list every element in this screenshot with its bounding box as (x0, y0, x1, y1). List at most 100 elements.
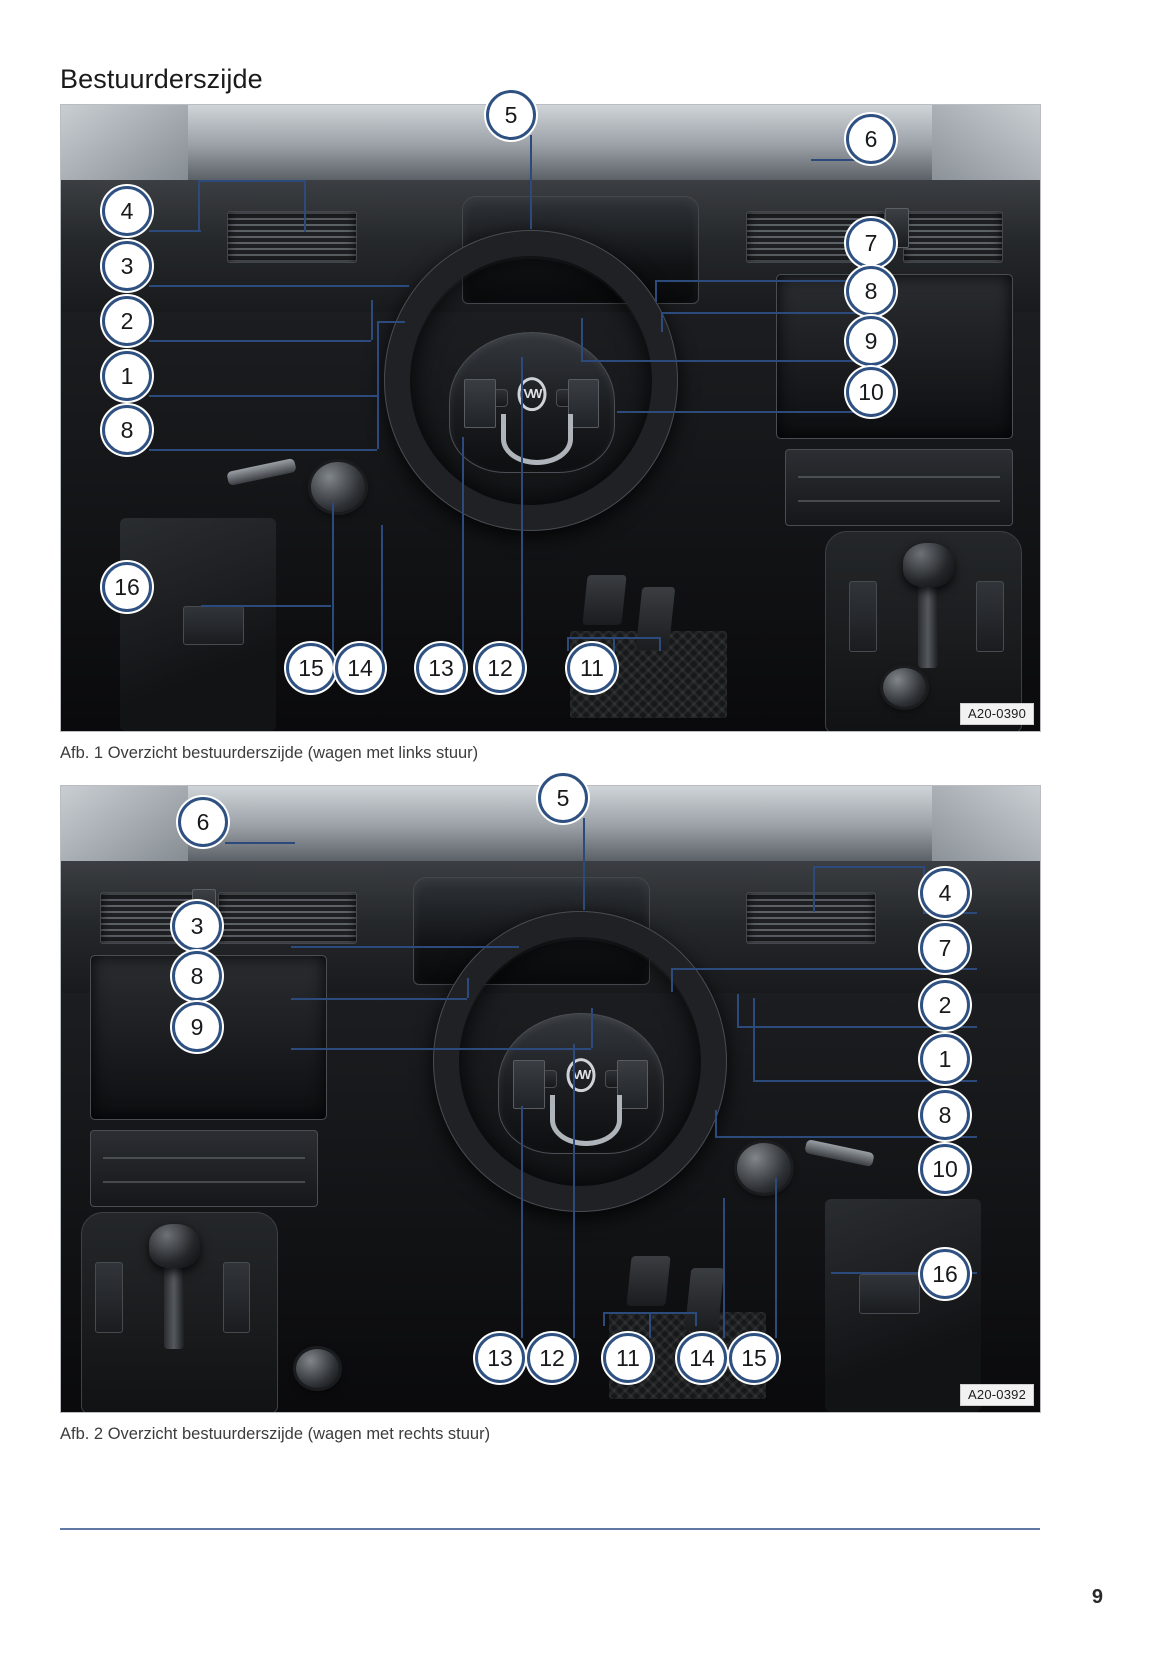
dashboard-photo-right-hand-drive: VW (61, 786, 1040, 1412)
figure-1-caption: Afb. 1 Overzicht bestuurderszijde (wagen… (60, 744, 479, 762)
figure-2: VW A20-0392 (60, 785, 1041, 1443)
gear-lever-shaft (917, 568, 939, 669)
lead-line (661, 312, 877, 314)
callout-7: 7 (846, 218, 896, 268)
figure-2-frame: VW A20-0392 (60, 785, 1041, 1413)
callout-10: 10 (920, 1144, 970, 1194)
callout-1: 1 (920, 1034, 970, 1084)
lead-line (332, 503, 334, 663)
lead-line (377, 321, 379, 449)
lead-line (671, 968, 977, 970)
lead-line (225, 842, 295, 844)
gear-lever-knob[interactable] (902, 543, 954, 587)
lead-line (149, 449, 377, 451)
callout-16: 16 (920, 1249, 970, 1299)
lead-line (149, 340, 371, 342)
callout-2: 2 (102, 296, 152, 346)
window-switch-pad[interactable] (858, 1274, 920, 1314)
console-rotary-knob[interactable] (883, 668, 927, 708)
lead-line (591, 1008, 593, 1048)
gear-lever-shaft (163, 1249, 185, 1350)
console-button-pad-left[interactable] (849, 580, 877, 652)
console-rotary-knob[interactable] (295, 1349, 340, 1389)
lead-line (291, 946, 519, 948)
multifunction-buttons-left[interactable] (464, 378, 497, 428)
lead-line (831, 1272, 977, 1274)
page-number: 9 (1091, 1586, 1103, 1608)
callout-12: 12 (475, 643, 525, 693)
lead-line (737, 1026, 977, 1028)
lead-line (661, 312, 663, 332)
light-switch-knob[interactable] (736, 1142, 792, 1193)
lead-line (649, 1312, 651, 1338)
callout-10: 10 (846, 367, 896, 417)
lead-line (462, 437, 464, 663)
console-button-pad-left[interactable] (95, 1261, 123, 1333)
window-switch-pad[interactable] (183, 605, 245, 646)
lead-line (567, 637, 659, 639)
callout-14: 14 (335, 643, 385, 693)
lead-line (671, 968, 673, 992)
lead-line (581, 318, 583, 360)
lead-line (291, 998, 467, 1000)
lead-line (753, 1080, 977, 1082)
brake-pedal (626, 1255, 671, 1306)
callout-16: 16 (102, 562, 152, 612)
console-button-pad-right[interactable] (222, 1261, 250, 1333)
callout-4: 4 (920, 868, 970, 918)
figure-2-image-code: A20-0392 (960, 1384, 1034, 1406)
lead-line (655, 280, 657, 302)
air-vent-left (227, 211, 357, 264)
climate-control-panel[interactable] (785, 449, 1013, 527)
lead-line (737, 994, 739, 1026)
callout-9: 9 (172, 1002, 222, 1052)
lead-line (655, 280, 877, 282)
dashboard-photo-left-hand-drive: VW (61, 105, 1040, 731)
callout-5: 5 (538, 773, 588, 823)
lead-line (617, 411, 877, 413)
multifunction-buttons-left[interactable] (513, 1059, 546, 1109)
lead-line (753, 998, 755, 1080)
light-switch-knob[interactable] (310, 461, 366, 512)
lead-line (371, 300, 373, 340)
callout-2: 2 (920, 980, 970, 1030)
gear-lever-knob[interactable] (149, 1224, 201, 1268)
figure-2-caption: Afb. 2 Overzicht bestuurderszijde (wagen… (60, 1425, 491, 1443)
callout-11: 11 (567, 643, 617, 693)
steering-wheel[interactable]: VW (433, 911, 727, 1213)
accelerator-pedal (635, 587, 676, 650)
callout-8: 8 (172, 951, 222, 1001)
figure-1-frame: VW A20-0390 (60, 104, 1041, 732)
lead-line (723, 1198, 725, 1338)
console-button-pad-right[interactable] (976, 580, 1004, 652)
lead-line (198, 180, 200, 232)
lead-line (381, 525, 383, 663)
callout-4: 4 (102, 186, 152, 236)
lead-line (695, 1312, 697, 1326)
climate-control-panel[interactable] (90, 1130, 318, 1208)
lead-line (377, 321, 405, 323)
lead-line (304, 180, 306, 232)
lead-line (567, 637, 569, 651)
lead-line (521, 357, 523, 663)
lead-line (603, 1312, 605, 1326)
callout-11: 11 (603, 1333, 653, 1383)
steering-wheel-hub: VW (448, 332, 616, 473)
lead-line (573, 1044, 575, 1338)
steering-wheel[interactable]: VW (384, 230, 678, 532)
callout-15: 15 (286, 643, 336, 693)
callout-8: 8 (102, 405, 152, 455)
vw-logo: VW (517, 377, 547, 411)
lead-line (581, 360, 877, 362)
callout-5: 5 (486, 90, 536, 140)
callout-15: 15 (729, 1333, 779, 1383)
lead-line (149, 230, 201, 232)
lead-line (659, 637, 661, 651)
infotainment-display (775, 274, 1013, 439)
figure-1: VW A20-0390 (60, 104, 1041, 762)
lead-line (775, 1178, 777, 1338)
lead-line (149, 285, 409, 287)
lead-line (198, 180, 306, 182)
brake-pedal (582, 574, 627, 625)
